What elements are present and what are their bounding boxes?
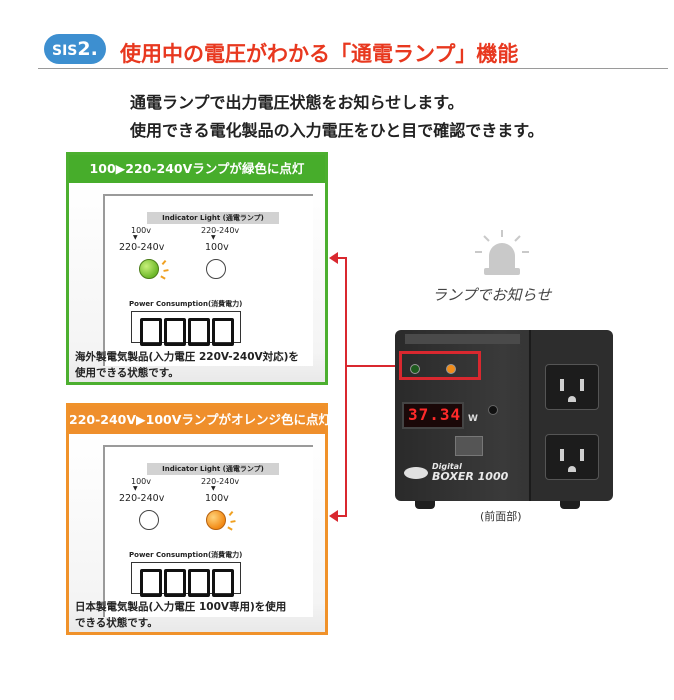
- brand-logo-icon: [404, 467, 428, 479]
- label-100v-big: 100v: [205, 242, 229, 253]
- badge-prefix: SIS: [52, 43, 78, 59]
- device-orange-lamp: [446, 364, 456, 374]
- badge-number: 2.: [77, 38, 98, 60]
- alert-lamp-icon: [475, 230, 529, 275]
- digit-segment: [212, 569, 234, 597]
- brand-model-text: BOXER 1000: [432, 470, 509, 483]
- orange-panel-illustration: Indicator Light (通電ランプ) 100v ▼ 220-240v …: [69, 434, 325, 632]
- brand-small-text: Digital: [432, 462, 462, 471]
- digit-segment: [140, 318, 162, 346]
- label-220-240v-small: 220-240v: [201, 477, 240, 486]
- device-display-area: 37.34 W: [400, 402, 520, 432]
- section-badge: SIS2.: [44, 34, 106, 64]
- orange-lamp-panel: 220-240V▶100Vランプがオレンジ色に点灯 Indicator Ligh…: [66, 403, 331, 635]
- device-foot: [415, 501, 435, 509]
- outlet-ground: [568, 396, 576, 402]
- device-digital-readout: 37.34: [402, 402, 464, 429]
- glow-ray-icon: [163, 269, 169, 272]
- orange-caption-line-1: 日本製電気製品(入力電圧 100V専用)を使用: [75, 601, 287, 613]
- indicator-closeup: Indicator Light (通電ランプ) 100v ▼ 220-240v …: [103, 194, 313, 366]
- arrow-down-icon: ▼: [133, 234, 138, 241]
- glow-ray-icon: [227, 526, 233, 531]
- arrow-left-icon: [329, 510, 338, 522]
- orange-panel-heading: 220-240V▶100Vランプがオレンジ色に点灯: [69, 406, 331, 434]
- outlet-slot: [560, 449, 564, 461]
- glow-ray-icon: [160, 275, 166, 280]
- indicator-highlight: [399, 351, 481, 380]
- power-display: [131, 311, 241, 346]
- connector-line: [345, 258, 347, 516]
- label-100v-small: 100v: [131, 226, 152, 235]
- digit-segment: [188, 569, 210, 597]
- power-display: [131, 562, 241, 597]
- green-lamp-lit: [139, 259, 159, 279]
- connector-line: [338, 257, 347, 259]
- device-outlet-side: [529, 330, 613, 501]
- label-100v-small: 100v: [131, 477, 152, 486]
- digit-segment: [212, 318, 234, 346]
- label-220-240v-big: 220-240v: [119, 242, 165, 253]
- outlet-slot: [560, 379, 564, 391]
- lamp-notice-text: ランプでお知らせ: [432, 286, 552, 304]
- connector-line: [345, 365, 401, 367]
- digit-segment: [164, 318, 186, 346]
- outlet-slot: [580, 379, 584, 391]
- glow-ray-icon: [230, 520, 236, 523]
- lamp-off: [139, 510, 159, 530]
- arrow-down-icon: ▼: [133, 485, 138, 492]
- green-panel-heading: 100▶220-240Vランプが緑色に点灯: [69, 155, 325, 183]
- label-220-240v-small: 220-240v: [201, 226, 240, 235]
- arrow-left-icon: [329, 252, 338, 264]
- device-green-lamp: [410, 364, 420, 374]
- label-100v-big: 100v: [205, 493, 229, 504]
- device-caption: (前面部): [480, 510, 522, 523]
- digit-segment: [140, 569, 162, 597]
- title-divider: [38, 68, 668, 69]
- label-220-240v-big: 220-240v: [119, 493, 165, 504]
- lamp-off: [206, 259, 226, 279]
- orange-lamp-lit: [206, 510, 226, 530]
- device-screw: [488, 405, 498, 415]
- power-outlet: [545, 434, 599, 480]
- connector-line: [338, 515, 347, 517]
- outlet-slot: [580, 449, 584, 461]
- glow-ray-icon: [228, 510, 234, 517]
- intro-line-2: 使用できる電化製品の入力電圧をひと目で確認できます。: [130, 121, 544, 140]
- digit-segment: [164, 569, 186, 597]
- orange-caption-line-2: できる状態です。: [75, 617, 158, 629]
- green-lamp-panel: 100▶220-240Vランプが緑色に点灯 Indicator Light (通…: [66, 152, 328, 385]
- indicator-title: Indicator Light (通電ランプ): [147, 463, 279, 475]
- indicator-closeup: Indicator Light (通電ランプ) 100v ▼ 220-240v …: [103, 445, 313, 617]
- device-foot: [560, 501, 580, 509]
- power-consumption-label: Power Consumption(消費電力): [129, 300, 243, 308]
- glow-ray-icon: [161, 259, 167, 266]
- green-caption-line-2: 使用できる状態です。: [75, 367, 179, 379]
- power-consumption-label: Power Consumption(消費電力): [129, 551, 243, 559]
- arrow-down-icon: ▼: [211, 485, 216, 492]
- outlet-ground: [568, 466, 576, 472]
- arrow-down-icon: ▼: [211, 234, 216, 241]
- power-outlet: [545, 364, 599, 410]
- readout-unit: W: [468, 414, 478, 424]
- green-caption-line-1: 海外製電気製品(入力電圧 220V-240V対応)を: [75, 351, 299, 363]
- digit-segment: [188, 318, 210, 346]
- device-top-label-strip: [405, 334, 520, 344]
- page-title: 使用中の電圧がわかる「通電ランプ」機能: [120, 42, 519, 66]
- readout-value: 37.34: [408, 405, 462, 424]
- green-panel-illustration: Indicator Light (通電ランプ) 100v ▼ 220-240v …: [69, 183, 325, 382]
- device-logo-plate: [455, 436, 483, 456]
- intro-line-1: 通電ランプで出力電圧状態をお知らせします。: [130, 93, 464, 112]
- indicator-title: Indicator Light (通電ランプ): [147, 212, 279, 224]
